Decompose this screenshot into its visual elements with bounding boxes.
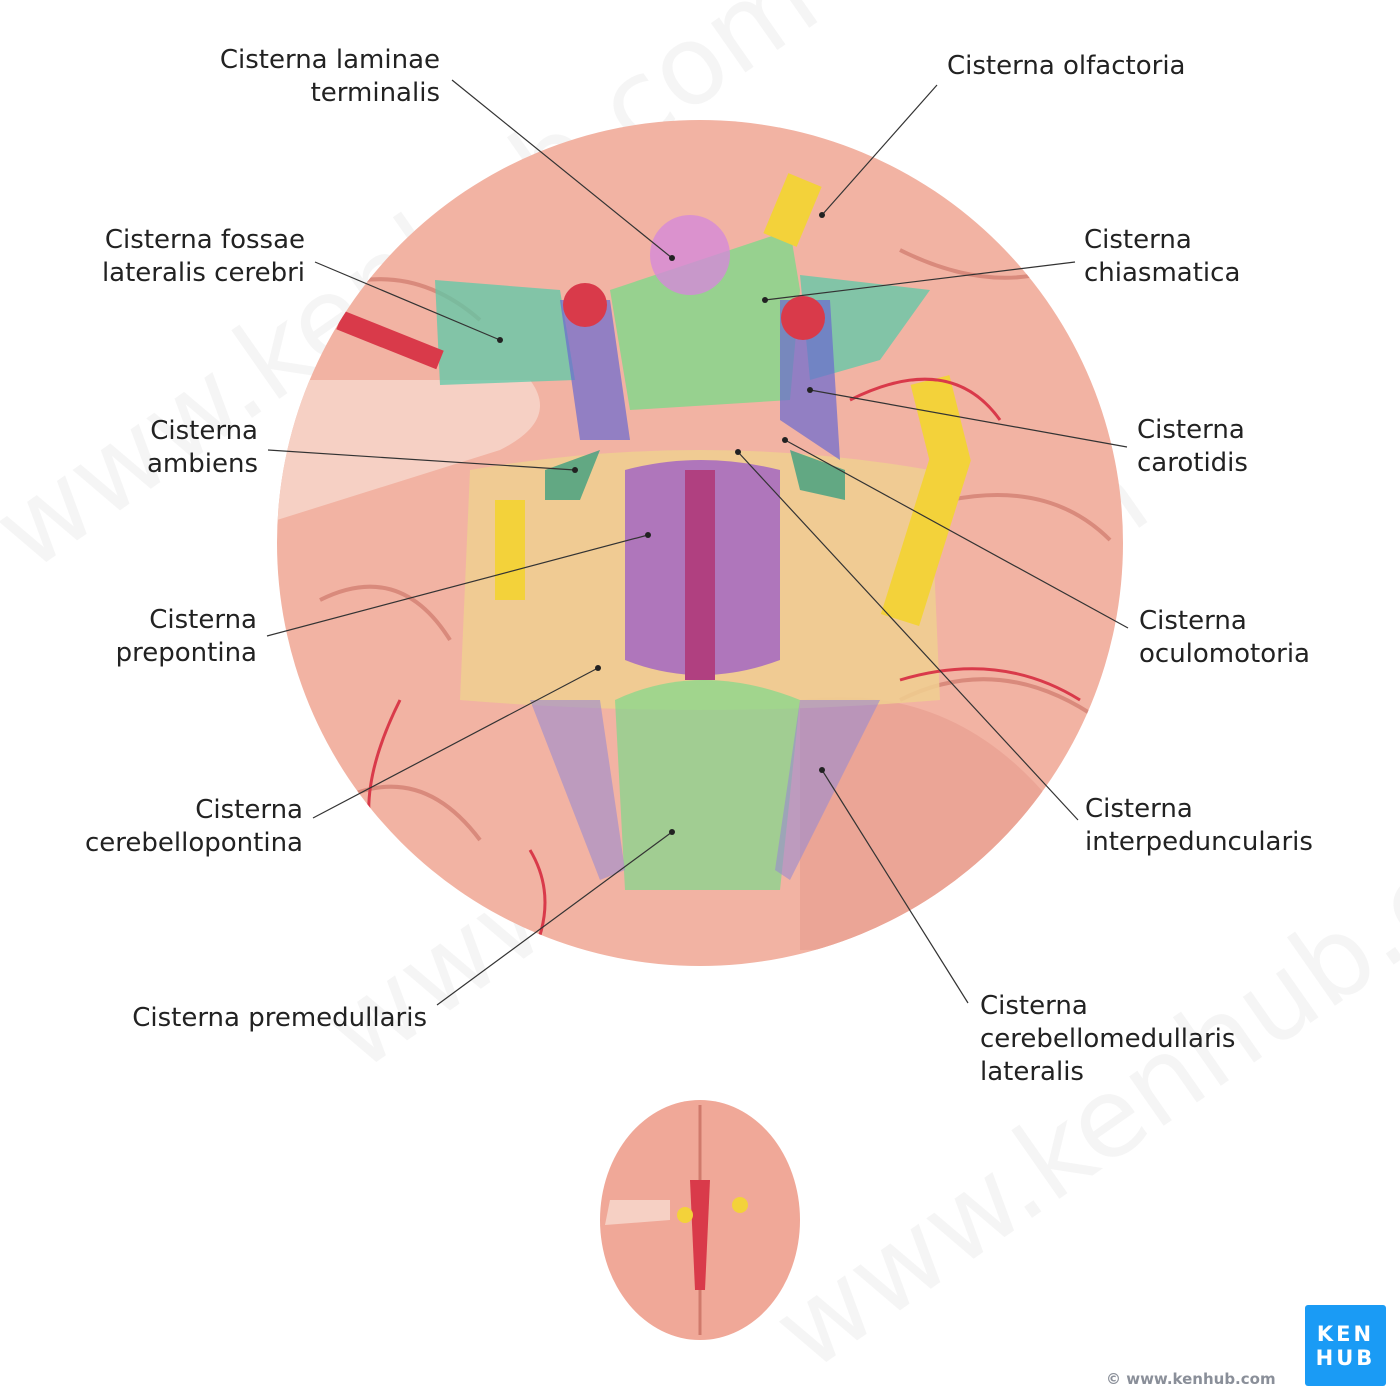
copyright-text: © www.kenhub.com xyxy=(1106,1370,1276,1388)
label-line: Cisterna xyxy=(149,605,257,635)
leader-lines xyxy=(266,79,1129,1006)
dots xyxy=(497,212,825,835)
label-line: lateralis xyxy=(980,1057,1084,1087)
cisterna-premedullaris-shape xyxy=(615,680,800,890)
label-line: chiasmatica xyxy=(1084,258,1241,288)
olfactory-tract xyxy=(763,173,822,247)
label-line: Cisterna xyxy=(1137,415,1245,445)
label-cisterna-premedullaris: Cisterna premedullaris xyxy=(132,1002,427,1035)
label-line: terminalis xyxy=(310,78,440,108)
label-line: interpeduncularis xyxy=(1085,827,1313,857)
label-line: Cisterna olfactoria xyxy=(947,51,1186,81)
logo-text: HUB xyxy=(1315,1346,1376,1370)
internal-carotid-artery xyxy=(781,296,825,340)
orientation-thumbnail xyxy=(600,1100,800,1340)
label-line: lateralis cerebri xyxy=(101,258,305,288)
label-line: Cisterna xyxy=(150,416,258,446)
label-line: cerebellomedullaris xyxy=(980,1024,1236,1054)
label-line: cerebellopontina xyxy=(85,828,303,858)
label-line: prepontina xyxy=(115,638,257,668)
label-line: Cisterna xyxy=(1085,794,1193,824)
middle-cerebral-artery xyxy=(336,310,444,370)
label-line: Cisterna xyxy=(195,795,303,825)
temporal-lobe-cut xyxy=(277,380,540,520)
label-line: Cisterna xyxy=(1139,606,1247,636)
trigeminal-nerve xyxy=(880,375,971,626)
label-line: oculomotoria xyxy=(1139,639,1310,669)
cisterna-ambiens-shape xyxy=(545,450,845,500)
label-line: carotidis xyxy=(1137,448,1248,478)
arteries xyxy=(367,377,1081,961)
label-line: Cisterna fossae xyxy=(104,225,305,255)
label-line: Cisterna xyxy=(1084,225,1192,255)
label-line: Cisterna laminae xyxy=(219,45,440,75)
cisterna-laminae-terminalis-shape xyxy=(650,215,730,295)
cisterna-cerebellomedullaris-lateralis-shape xyxy=(530,700,880,880)
internal-carotid-artery xyxy=(563,283,607,327)
label-line: ambiens xyxy=(146,449,258,479)
label-cisterna-olfactoria: Cisterna olfactoria xyxy=(947,50,1185,83)
logo-text: KEN xyxy=(1316,1322,1375,1346)
label-line: Cisterna xyxy=(980,991,1088,1021)
brain-gyri xyxy=(299,248,1112,842)
label-line: Cisterna premedullaris xyxy=(132,1003,427,1033)
